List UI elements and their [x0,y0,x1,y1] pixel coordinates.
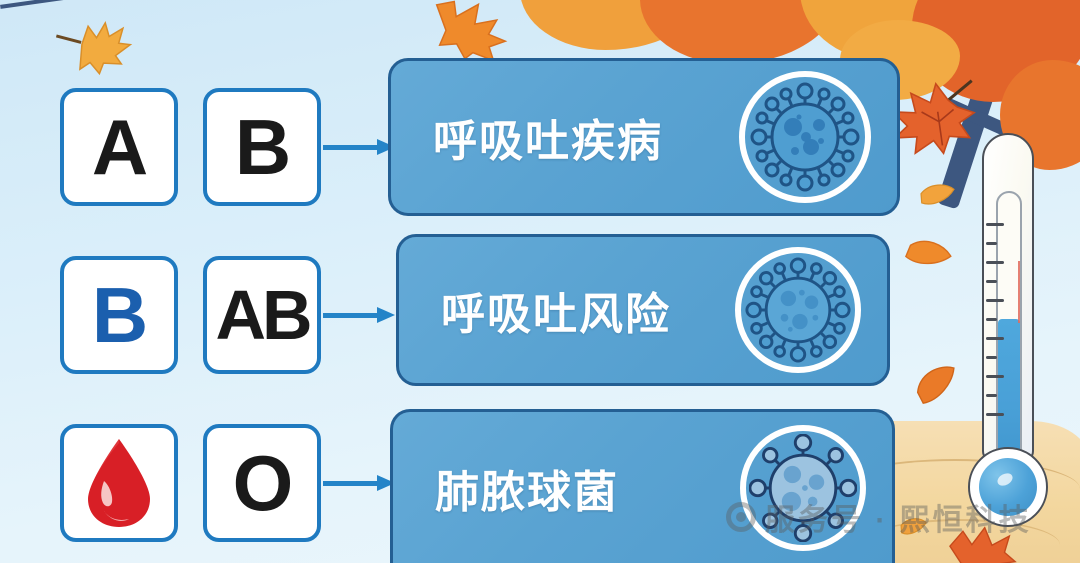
blood-type-card-a[interactable]: A [60,88,178,206]
virus-icon [750,82,860,192]
maple-leaf-icon [949,526,1017,563]
ground-contour-line-2 [860,519,1060,545]
maple-leaf-orange-top [417,0,517,69]
maple-leaf-red-large [883,66,990,163]
arrow-right-icon-1 [323,139,395,155]
blood-type-card-ab[interactable]: AB [203,256,321,374]
thermometer-bulb-highlight [995,470,1015,489]
tree-twig [0,0,70,9]
maple-leaf-bottom-right [945,522,1018,563]
blood-type-card-o-label: O [232,439,294,527]
disease-panel-2-label: 呼吸吐风险 [441,290,671,339]
virus-icon-ring-1 [739,71,871,203]
maple-leaf-yellow-topleft [45,3,141,91]
ground-contour-line [830,459,1080,489]
blood-drop-card[interactable] [60,424,178,542]
blood-type-card-b-label: B [234,103,291,191]
virus-icon-ring-2 [735,247,861,373]
maple-leaf-small-right-1 [900,229,955,281]
virus-icon [749,433,857,542]
blood-type-card-ab-label: AB [215,276,312,354]
maple-leaf-icon [904,240,952,265]
thermometer-mercury-fill [998,319,1020,479]
maple-leaf-icon [435,0,508,62]
blood-drop-icon [88,439,150,527]
blood-type-card-o[interactable]: O [203,424,321,542]
virus-icon-ring-3 [740,424,866,551]
maple-leaf-icon [55,21,133,76]
maple-leaf-icon [916,366,955,404]
disease-panel-2[interactable]: 呼吸吐风险 [396,234,890,386]
maple-leaf-icon [891,79,976,156]
blood-type-card-b-blue[interactable]: B [60,256,178,374]
blood-type-card-b[interactable]: B [203,88,321,206]
disease-panel-1-label: 呼吸吐疾病 [433,117,663,166]
thermometer [966,133,1050,527]
maple-leaf-icon [920,184,955,205]
thermometer-bulb-fill [979,458,1037,516]
disease-panel-3[interactable]: 肺脓球菌 [390,409,895,563]
thermometer-red-line [1018,261,1020,323]
virus-icon [745,257,851,363]
thermometer-scale [986,223,1010,433]
arrow-right-icon-2 [323,307,395,323]
maple-leaf-small-right-2 [910,360,965,408]
maple-leaf-icon [900,518,927,535]
maple-leaf-below-panel [898,514,928,541]
thermometer-bulb [968,447,1048,527]
blood-type-card-a-label: A [91,103,148,191]
blood-type-card-b-blue-label: B [91,271,148,359]
disease-panel-3-label: 肺脓球菌 [435,467,619,517]
maple-leaf-small-top [918,180,955,210]
disease-panel-1[interactable]: 呼吸吐疾病 [388,58,900,216]
arrow-right-icon-3 [323,475,395,491]
